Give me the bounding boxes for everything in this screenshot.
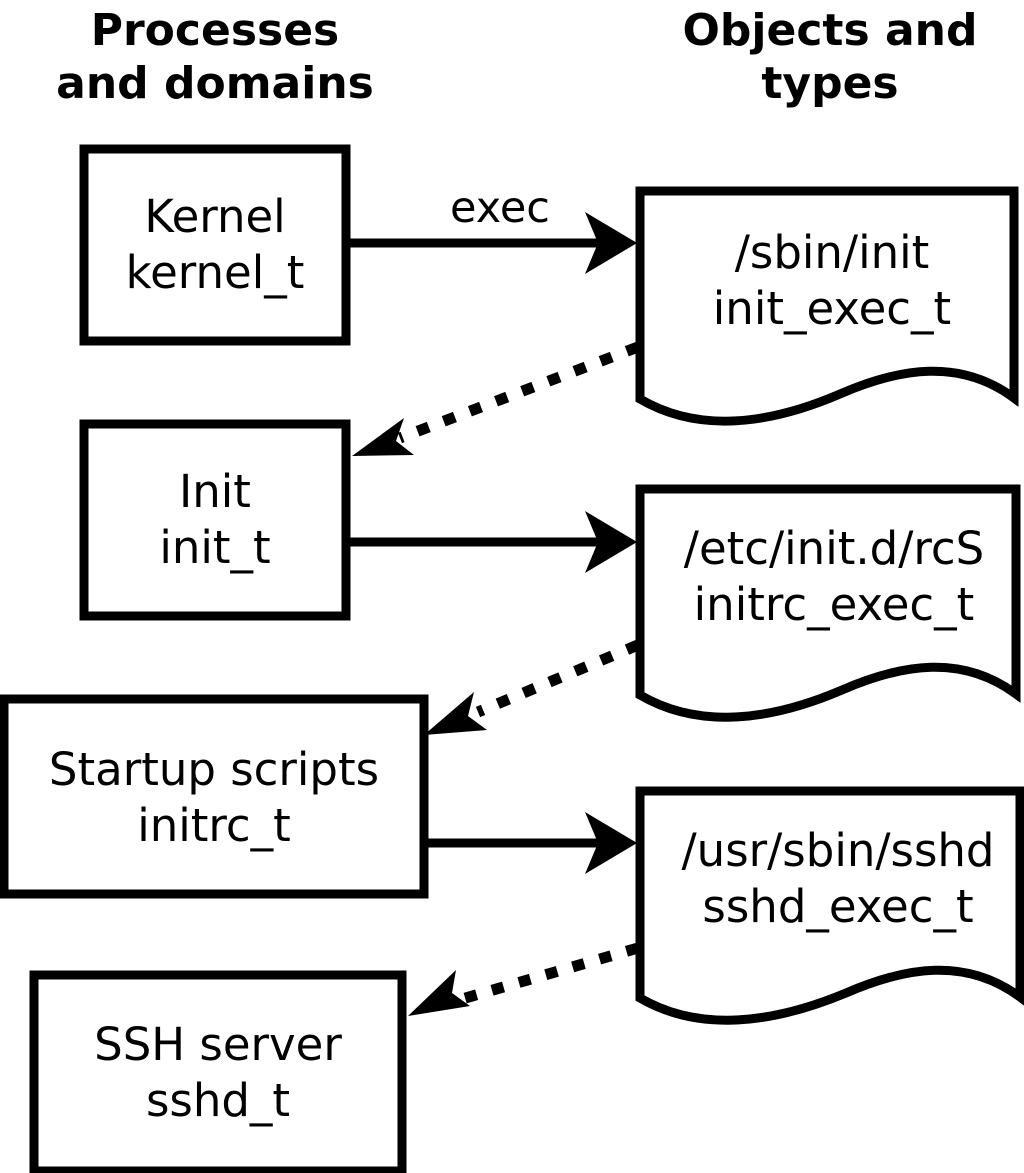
edge-initrc-exec-to-initrc-line bbox=[475, 639, 641, 718]
node-sshd-exec-path: /usr/sbin/sshd bbox=[682, 824, 995, 877]
edge-label-exec: exec bbox=[450, 183, 550, 233]
node-sshd[interactable]: SSH server sshd_t bbox=[29, 970, 407, 1173]
node-init-type: init_t bbox=[159, 521, 270, 574]
column-header-processes: Processes and domains bbox=[56, 5, 374, 109]
node-sshd-type: sshd_t bbox=[146, 1074, 290, 1127]
edge-sshd-exec-to-sshd-arrowhead bbox=[408, 970, 470, 1016]
edge-initrc-to-sshd-exec bbox=[424, 812, 637, 874]
node-initrc-exec-path: /etc/init.d/rcS bbox=[684, 522, 984, 575]
node-kernel[interactable]: Kernel kernel_t bbox=[79, 144, 351, 346]
node-init-exec[interactable]: /sbin/init init_exec_t bbox=[635, 186, 1019, 426]
edge-init-exec-to-init bbox=[352, 341, 640, 456]
node-init-name: Init bbox=[179, 465, 251, 518]
edge-sshd-exec-to-sshd bbox=[408, 942, 640, 1016]
node-kernel-name: Kernel bbox=[144, 190, 285, 243]
edge-initrc-exec-to-initrc-arrowhead bbox=[424, 692, 487, 735]
node-initrc-exec[interactable]: /etc/init.d/rcS initrc_exec_t bbox=[635, 484, 1021, 722]
node-init-exec-path: /sbin/init bbox=[735, 226, 930, 279]
header-left-line1: Processes bbox=[91, 5, 340, 56]
edge-init-to-initrc-exec bbox=[346, 511, 637, 573]
edge-initrc-exec-to-initrc bbox=[424, 639, 641, 735]
node-init[interactable]: Init init_t bbox=[79, 419, 351, 621]
node-kernel-type: kernel_t bbox=[126, 246, 305, 299]
header-left-line2: and domains bbox=[56, 58, 374, 109]
header-right-line2: types bbox=[761, 58, 898, 109]
edge-init-exec-to-init-arrowhead bbox=[352, 418, 414, 456]
node-kernel-box[interactable] bbox=[79, 144, 351, 346]
node-initrc-type: initrc_t bbox=[137, 799, 291, 852]
node-sshd-exec[interactable]: /usr/sbin/sshd sshd_exec_t bbox=[635, 786, 1024, 1025]
node-initrc-exec-shape[interactable] bbox=[635, 484, 1021, 722]
node-initrc-box[interactable] bbox=[0, 694, 429, 899]
header-right-line1: Objects and bbox=[683, 5, 978, 56]
edge-kernel-to-init-exec-arrowhead bbox=[585, 212, 637, 274]
edge-sshd-exec-to-sshd-line bbox=[460, 942, 640, 1005]
column-header-objects: Objects and types bbox=[683, 5, 978, 109]
node-init-exec-shape[interactable] bbox=[635, 186, 1019, 426]
node-initrc-name: Startup scripts bbox=[49, 743, 379, 796]
edge-init-to-initrc-exec-arrowhead bbox=[585, 511, 637, 573]
node-sshd-exec-shape[interactable] bbox=[635, 786, 1024, 1025]
node-sshd-exec-type: sshd_exec_t bbox=[702, 880, 973, 933]
node-init-exec-type: init_exec_t bbox=[713, 282, 951, 335]
node-sshd-box[interactable] bbox=[29, 970, 407, 1173]
edge-init-exec-to-init-line bbox=[398, 341, 640, 444]
node-sshd-name: SSH server bbox=[94, 1018, 342, 1071]
node-init-box[interactable] bbox=[79, 419, 351, 621]
edge-kernel-to-init-exec bbox=[346, 212, 637, 274]
node-initrc-exec-type: initrc_exec_t bbox=[694, 578, 975, 631]
node-initrc[interactable]: Startup scripts initrc_t bbox=[0, 694, 429, 899]
edge-initrc-to-sshd-exec-arrowhead bbox=[585, 812, 637, 874]
